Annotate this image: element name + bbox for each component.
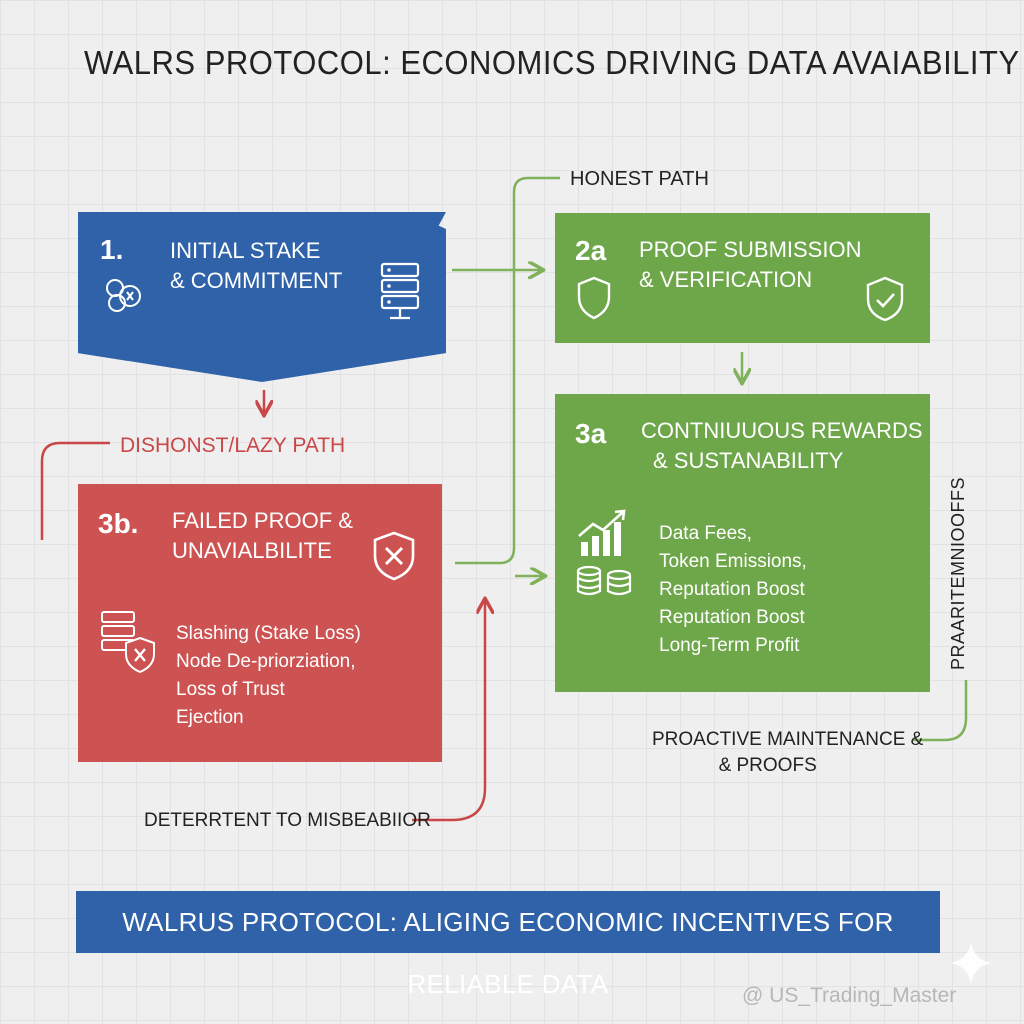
step-3a-number: 3a [575, 418, 607, 449]
list-item: Reputation Boost [659, 607, 805, 628]
shield-check-icon [866, 276, 904, 322]
step-2a-heading: PROOF SUBMISSION& VERIFICATION [639, 237, 862, 292]
list-item: Data Fees, [659, 523, 752, 544]
step-3b-heading: FAILED PROOF &UNAVIALBILITE [172, 508, 353, 563]
honest-path-line [455, 176, 560, 565]
shield-icon [577, 276, 611, 320]
shield-x-icon [373, 531, 415, 581]
list-item: Reputation Boost [659, 579, 805, 600]
step-2a-number: 2a [575, 235, 607, 266]
page-title: WALRS PROTOCOL: ECONOMICS DRIVING DATA A… [84, 44, 1020, 82]
list-item: Node De-priorziation, [176, 651, 356, 672]
step-1-heading: INITIAL STAKE& COMMITMENT [170, 238, 343, 293]
dishonest-path-line [40, 441, 110, 540]
server-icon [380, 262, 420, 320]
maintenance-loop-line [912, 680, 968, 742]
deterrent-label: DETERRTENT TO MISBEABIIOR [144, 810, 431, 831]
step-3a-box: 3a CONTNIUUOUS REWARDS& SUSTANABILITY Da… [555, 394, 930, 692]
step-1-number: 1. [100, 234, 124, 265]
coins-icon [106, 279, 141, 312]
step-1-box: 1. INITIAL STAKE& COMMITMENT [78, 212, 446, 382]
step-2a-box: 2a PROOF SUBMISSION& VERIFICATION [555, 213, 930, 343]
server-x-icon [101, 611, 155, 674]
step-3a-heading: CONTNIUUOUS REWARDS& SUSTANABILITY [641, 418, 923, 473]
honest-path-label: HONEST PATH [570, 168, 709, 190]
deterrent-loop-line [412, 600, 485, 822]
step-3b-number: 3b. [98, 508, 139, 539]
bottom-banner: WALRUS PROTOCOL: ALIGING ECONOMIC INCENT… [76, 891, 940, 999]
maintenance-label: PROACTIVE MAINTENANCE & & PROOFS [652, 729, 924, 776]
step-3a-rewards-list: Data Fees, Token Emissions, Reputation B… [659, 520, 807, 660]
list-item: Token Emissions, [659, 551, 807, 572]
list-item: Loss of Trust [176, 679, 285, 700]
vertical-side-label: PRAARITEMNIOOFFS [948, 476, 968, 670]
step-3b-penalties-list: Slashing (Stake Loss) Node De-priorziati… [176, 620, 361, 732]
sparkle-icon [950, 942, 992, 984]
coin-stack-icon [576, 565, 632, 596]
watermark-text: @ US_Trading_Master [742, 984, 957, 1007]
list-item: Long-Term Profit [659, 635, 800, 656]
step-3b-box: 3b. FAILED PROOF &UNAVIALBILITE Slashing… [78, 484, 442, 762]
chart-growth-icon [578, 509, 626, 556]
list-item: Ejection [176, 707, 244, 728]
list-item: Slashing (Stake Loss) [176, 623, 361, 644]
dishonest-path-label: DISHONST/LAZY PATH [120, 434, 346, 457]
